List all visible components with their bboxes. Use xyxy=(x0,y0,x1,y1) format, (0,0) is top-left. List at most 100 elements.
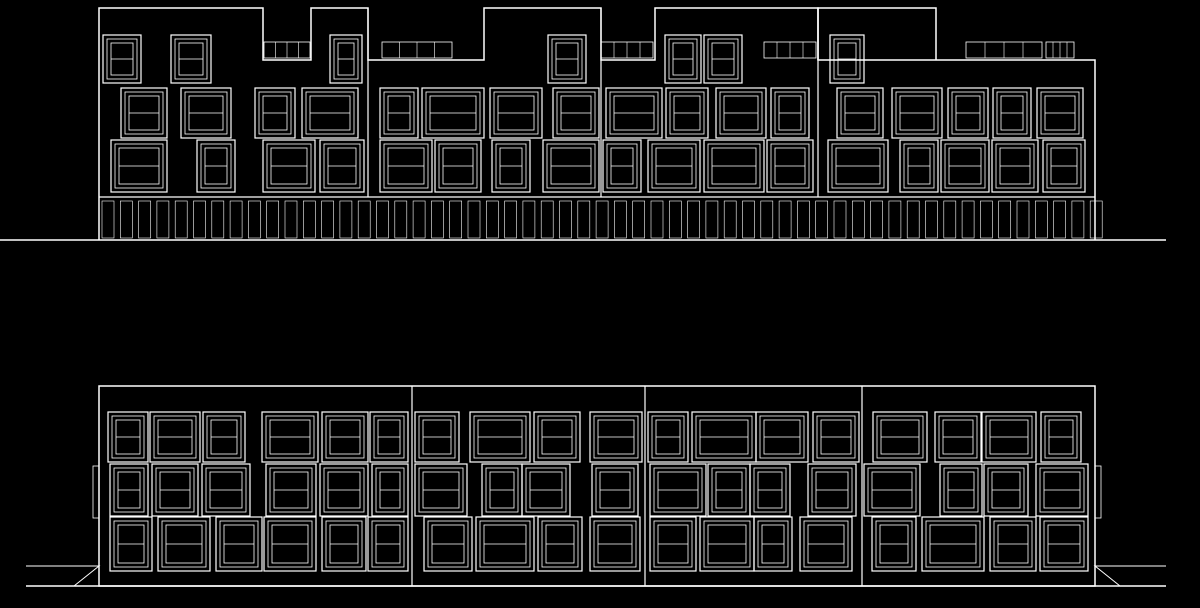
window-inner-frame xyxy=(493,91,539,135)
window xyxy=(170,34,212,84)
window xyxy=(827,139,889,193)
window-frame xyxy=(1039,516,1089,572)
window xyxy=(319,463,369,517)
window xyxy=(1036,87,1084,139)
window xyxy=(989,516,1037,572)
base-slat xyxy=(595,200,609,239)
window-inner-frame xyxy=(595,467,635,513)
base-slat xyxy=(339,200,353,239)
base-slat xyxy=(723,200,737,239)
window xyxy=(254,87,296,139)
window-inner-frame xyxy=(995,143,1035,189)
window-inner-frame xyxy=(269,467,313,513)
window-inner-frame xyxy=(114,143,164,189)
base-slat xyxy=(668,200,682,239)
window xyxy=(947,87,989,139)
window xyxy=(120,87,168,139)
window-inner-frame xyxy=(707,38,739,80)
window-frame xyxy=(265,463,317,517)
base-slat xyxy=(394,200,408,239)
window-inner-frame xyxy=(200,143,232,189)
window-frame xyxy=(533,411,581,463)
window-inner-frame xyxy=(925,520,981,568)
window xyxy=(489,87,543,139)
window-frame xyxy=(664,34,702,84)
window-frame xyxy=(262,139,316,193)
window xyxy=(872,411,928,463)
window-inner-frame xyxy=(811,467,853,513)
window xyxy=(423,516,473,572)
base-slat xyxy=(1035,200,1048,239)
window-inner-frame xyxy=(816,415,856,459)
window-frame xyxy=(665,87,709,139)
window-frame xyxy=(379,87,419,139)
window-inner-frame xyxy=(418,467,464,513)
window-inner-frame xyxy=(267,520,313,568)
window-inner-frame xyxy=(113,520,149,568)
window-inner-frame xyxy=(938,415,978,459)
window xyxy=(753,516,793,572)
window-frame xyxy=(799,516,853,572)
window-inner-frame xyxy=(305,91,355,135)
rear-elevation xyxy=(26,385,1166,587)
window xyxy=(265,463,317,517)
base-slat xyxy=(650,200,664,239)
window xyxy=(475,516,535,572)
window-inner-frame xyxy=(695,415,753,459)
window-frame xyxy=(329,34,363,84)
window-frame xyxy=(547,34,587,84)
window-frame xyxy=(829,34,865,84)
window-inner-frame xyxy=(155,467,195,513)
base-slat xyxy=(266,200,280,239)
window-frame xyxy=(755,411,809,463)
window-frame xyxy=(770,87,810,139)
window xyxy=(202,411,246,463)
window-inner-frame xyxy=(425,91,481,135)
window-frame xyxy=(263,516,317,572)
side-panel xyxy=(1094,465,1102,519)
window xyxy=(703,34,743,84)
window xyxy=(421,87,485,139)
window-frame xyxy=(423,516,473,572)
window-frame xyxy=(367,516,409,572)
window-inner-frame xyxy=(759,415,805,459)
window-inner-frame xyxy=(1043,520,1085,568)
window xyxy=(215,516,263,572)
window xyxy=(991,139,1039,193)
base-slat xyxy=(522,200,536,239)
window xyxy=(807,463,857,517)
window-inner-frame xyxy=(371,520,405,568)
window-frame xyxy=(983,463,1029,517)
base-slat xyxy=(778,200,792,239)
window-frame xyxy=(469,411,531,463)
window-inner-frame xyxy=(205,467,247,513)
window-frame xyxy=(321,516,367,572)
window-inner-frame xyxy=(996,91,1028,135)
base-slat xyxy=(760,200,774,239)
base-slat xyxy=(467,200,481,239)
window-inner-frame xyxy=(831,143,885,189)
window xyxy=(715,87,767,139)
window-inner-frame xyxy=(383,143,429,189)
window-frame xyxy=(151,463,199,517)
window-frame xyxy=(749,463,791,517)
window xyxy=(469,411,531,463)
window xyxy=(707,463,751,517)
window xyxy=(647,139,701,193)
window-inner-frame xyxy=(719,91,763,135)
window-inner-frame xyxy=(323,467,365,513)
window-frame xyxy=(891,87,943,139)
window-inner-frame xyxy=(479,520,531,568)
window-frame xyxy=(201,463,251,517)
window-frame xyxy=(589,516,641,572)
window-frame xyxy=(215,516,263,572)
base-slat xyxy=(431,200,444,239)
window-frame xyxy=(836,87,884,139)
window-frame xyxy=(812,411,860,463)
window-frame xyxy=(414,411,460,463)
window-inner-frame xyxy=(993,520,1033,568)
window xyxy=(649,463,707,517)
window-frame xyxy=(254,87,296,139)
window xyxy=(547,34,587,84)
window-inner-frame xyxy=(803,520,849,568)
